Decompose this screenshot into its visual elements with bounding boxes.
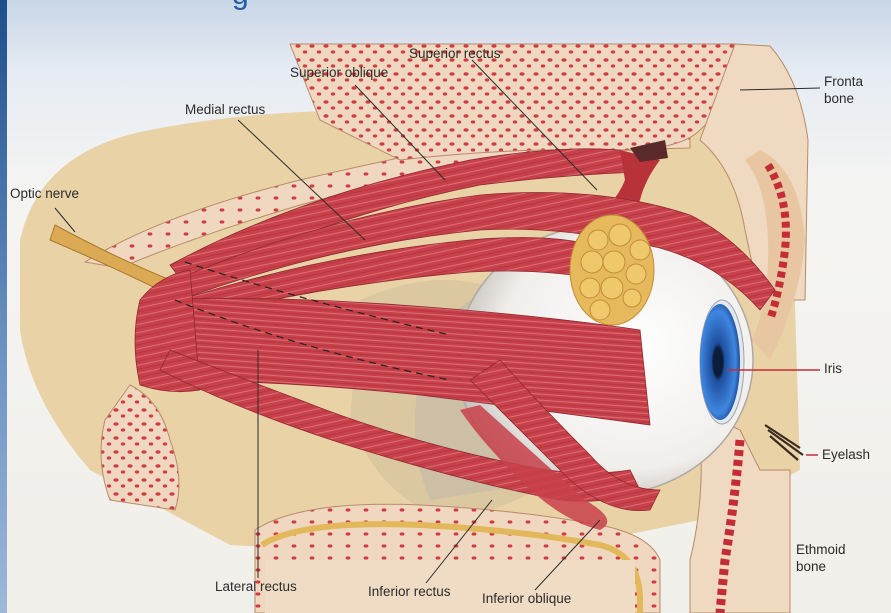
label-frontal-bone: Fronta bone [824,73,863,107]
label-superior-oblique: Superior oblique [290,65,388,81]
label-lateral-rectus: Lateral rectus [215,579,297,595]
lacrimal-gland [570,215,654,325]
label-superior-rectus: Superior rectus [409,46,501,62]
label-eyelash: Eyelash [822,447,870,463]
label-inferior-oblique: Inferior oblique [482,591,571,607]
label-ethmoid-bone: Ethmoid bone [796,541,846,575]
label-medial-rectus: Medial rectus [185,102,265,118]
label-ethmoid-bone-line2: bone [796,558,846,575]
label-optic-nerve: Optic nerve [10,186,79,202]
label-frontal-bone-line1: Fronta [824,73,863,90]
label-frontal-bone-line2: bone [824,90,863,107]
label-iris: Iris [824,361,842,377]
iris [700,304,740,420]
label-inferior-rectus: Inferior rectus [368,584,451,600]
label-ethmoid-bone-line1: Ethmoid [796,541,846,558]
